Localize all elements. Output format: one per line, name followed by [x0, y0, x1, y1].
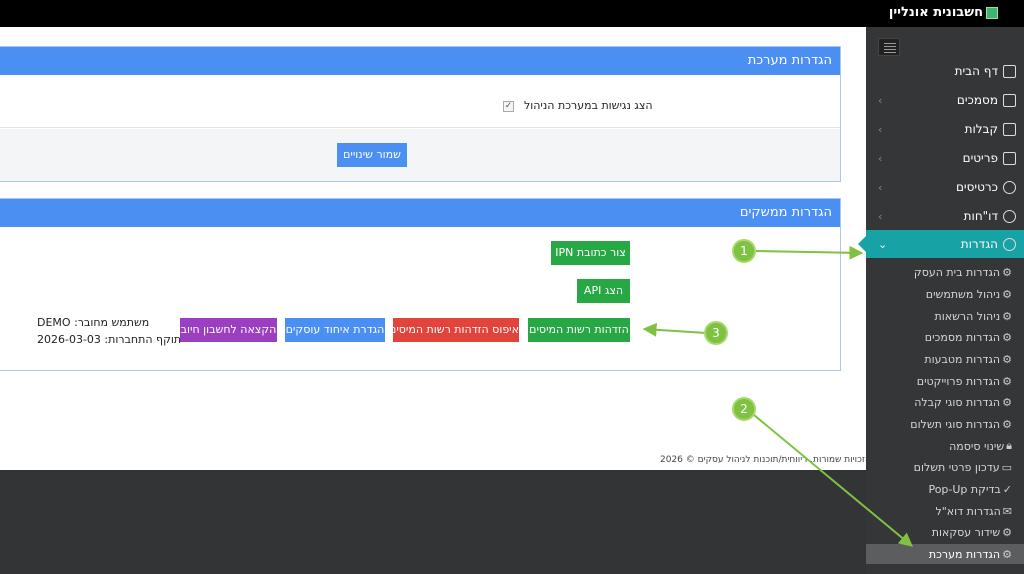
merge-dealers-button[interactable]: הגדרת איחוד עוסקים — [285, 318, 385, 342]
gear-icon — [1003, 237, 1016, 251]
chevron-left-icon: › — [878, 209, 883, 223]
sub-item-label: הגדרות מסמכים — [924, 330, 1001, 344]
accessibility-setting-row: ✓ הצג נגישות במערכת הניהול — [0, 75, 840, 128]
tax-authority-auth-button[interactable]: הזדהות רשות המיסים — [528, 318, 630, 342]
sub-item-label: הגדרות מטבעות — [924, 352, 1001, 366]
sidebar-item-settings[interactable]: הגדרות ⌄ — [858, 230, 1024, 258]
login-validity: תוקף התחברות: 2026-03-03 — [37, 333, 182, 346]
create-ipn-button[interactable]: צור כתובת IPN — [551, 241, 630, 265]
sidebar-item-receipts[interactable]: קבלות › — [866, 115, 1024, 143]
chevron-left-icon: › — [878, 180, 883, 194]
user-icon — [1003, 180, 1016, 194]
sub-item-payment-details[interactable]: ▭עדכון פרטי תשלום — [866, 457, 1024, 477]
gear-icon: ⚙ — [1002, 265, 1012, 279]
sub-item-label: הגדרות סוגי קבלה — [914, 395, 1001, 409]
annotation-badge-1: 1 — [732, 239, 756, 263]
sub-item-label: שינוי סיסמה — [949, 439, 1005, 453]
sub-item-change-password[interactable]: 🔒︎שינוי סיסמה — [866, 436, 1024, 456]
sidebar-item-label: מסמכים — [956, 93, 998, 107]
sidebar-item-documents[interactable]: מסמכים › — [866, 86, 1024, 114]
chevron-left-icon: › — [878, 93, 883, 107]
system-settings-title: הגדרות מערכת — [0, 47, 840, 75]
check-circle-icon: ✓ — [1002, 482, 1012, 496]
clock-icon — [1003, 209, 1016, 223]
receipt-icon — [1003, 122, 1016, 136]
sub-item-payment-type-settings[interactable]: ⚙הגדרות סוגי תשלום — [866, 414, 1024, 434]
sub-item-receipt-type-settings[interactable]: ⚙הגדרות סוגי קבלה — [866, 392, 1024, 412]
sidebar-item-reports[interactable]: דו"חות › — [866, 202, 1024, 230]
logo-text: חשבונית אונליין — [888, 5, 983, 20]
active-pointer — [858, 236, 866, 252]
assign-debit-account-button[interactable]: הקצאה לחשבון חיוב — [180, 318, 277, 342]
chevron-left-icon: › — [878, 122, 883, 136]
chevron-left-icon: › — [878, 151, 883, 165]
sidebar: דף הבית מסמכים › קבלות › פריטים › כרטיסי… — [858, 27, 1024, 574]
sub-item-document-settings[interactable]: ⚙הגדרות מסמכים — [866, 327, 1024, 347]
sub-item-label: הגדרות מערכת — [928, 547, 1001, 561]
sidebar-item-label: קבלות — [964, 122, 998, 136]
sidebar-item-items[interactable]: פריטים › — [866, 144, 1024, 172]
lock-icon: 🔒︎ — [1006, 439, 1012, 452]
sub-item-label: ניהול הרשאות — [934, 309, 1001, 323]
copyright-text: כל הזכויות שמורות, ריווחית/תוכנות לניהול… — [660, 455, 884, 465]
gear-icon: ⚙ — [1002, 330, 1012, 344]
sidebar-item-home[interactable]: דף הבית — [866, 57, 1024, 85]
top-bar: חשבונית אונליין — [0, 0, 1024, 27]
sidebar-item-label: כרטיסים — [955, 180, 998, 194]
sidebar-item-label: פריטים — [962, 151, 998, 165]
sidebar-item-label: דף הבית — [954, 64, 998, 78]
sidebar-item-cards[interactable]: כרטיסים › — [866, 173, 1024, 201]
dark-footer-area — [0, 470, 866, 574]
sub-item-currency-settings[interactable]: ⚙הגדרות מטבעות — [866, 349, 1024, 369]
sub-item-label: הגדרות בית העסק — [913, 265, 1001, 279]
sub-item-label: הגדרות פרוייקטים — [916, 374, 1001, 388]
system-settings-footer: שמור שינויים — [0, 129, 840, 181]
gear-icon: ⚙ — [1002, 352, 1012, 366]
gear-icon: ⚙ — [1002, 395, 1012, 409]
accessibility-checkbox-label: הצג נגישות במערכת הניהול — [524, 99, 653, 112]
gear-icon: ⚙ — [1002, 547, 1012, 561]
gear-icon: ⚙ — [1002, 374, 1012, 388]
home-icon — [1003, 64, 1016, 78]
menu-toggle-icon[interactable] — [878, 38, 900, 56]
accessibility-checkbox[interactable]: ✓ — [503, 101, 514, 112]
credit-card-icon: ▭ — [1001, 460, 1012, 474]
envelope-icon: ✉ — [1002, 504, 1012, 518]
logo-icon — [986, 6, 998, 19]
sub-item-permissions[interactable]: ⚙ניהול הרשאות — [866, 306, 1024, 326]
sub-item-label: שידור עסקאות — [931, 525, 1001, 539]
sub-item-popup-check[interactable]: ✓בדיקת Pop-Up — [866, 479, 1024, 499]
show-api-button[interactable]: הצג API — [577, 279, 630, 303]
gear-icon: ⚙ — [1002, 309, 1012, 323]
connected-user: משתמש מחובר: DEMO — [37, 316, 150, 329]
gear-icon: ⚙ — [1002, 417, 1012, 431]
sub-item-transaction-broadcast[interactable]: ⚙שידור עסקאות — [866, 522, 1024, 542]
sidebar-item-label: דו"חות — [963, 209, 998, 223]
annotation-badge-3: 3 — [704, 321, 728, 345]
sub-item-email-settings[interactable]: ✉הגדרות דוא"ל — [866, 501, 1024, 521]
sub-item-label: עדכון פרטי תשלום — [913, 460, 1000, 474]
document-icon — [1003, 93, 1016, 107]
users-icon: ⚙ — [1002, 287, 1012, 301]
app-logo[interactable]: חשבונית אונליין — [889, 5, 998, 20]
interface-settings-panel: הגדרות ממשקים צור כתובת IPN הצג API הזדה… — [0, 198, 841, 371]
chevron-down-icon: ⌄ — [878, 237, 888, 251]
sub-item-user-management[interactable]: ⚙ניהול משתמשים — [866, 284, 1024, 304]
sub-item-label: הגדרות דוא"ל — [935, 504, 1001, 518]
sub-item-project-settings[interactable]: ⚙הגדרות פרוייקטים — [866, 371, 1024, 391]
gift-icon — [1003, 151, 1016, 165]
sub-item-system-settings[interactable]: ⚙הגדרות מערכת — [866, 544, 1024, 564]
sidebar-item-label: הגדרות — [960, 237, 998, 251]
sub-item-business-settings[interactable]: ⚙הגדרות בית העסק — [866, 262, 1024, 282]
system-settings-panel: הגדרות מערכת ✓ הצג נגישות במערכת הניהול … — [0, 46, 841, 182]
gear-icon: ⚙ — [1002, 525, 1012, 539]
annotation-badge-2: 2 — [732, 397, 756, 421]
interface-settings-title: הגדרות ממשקים — [0, 199, 840, 227]
sub-item-label: הגדרות סוגי תשלום — [910, 417, 1001, 431]
sub-item-label: ניהול משתמשים — [925, 287, 1001, 301]
sub-item-label: בדיקת Pop-Up — [928, 482, 1001, 496]
tax-authority-reset-button[interactable]: איפוס הזדהות רשות המיסים — [389, 318, 519, 342]
save-changes-button[interactable]: שמור שינויים — [337, 143, 407, 167]
